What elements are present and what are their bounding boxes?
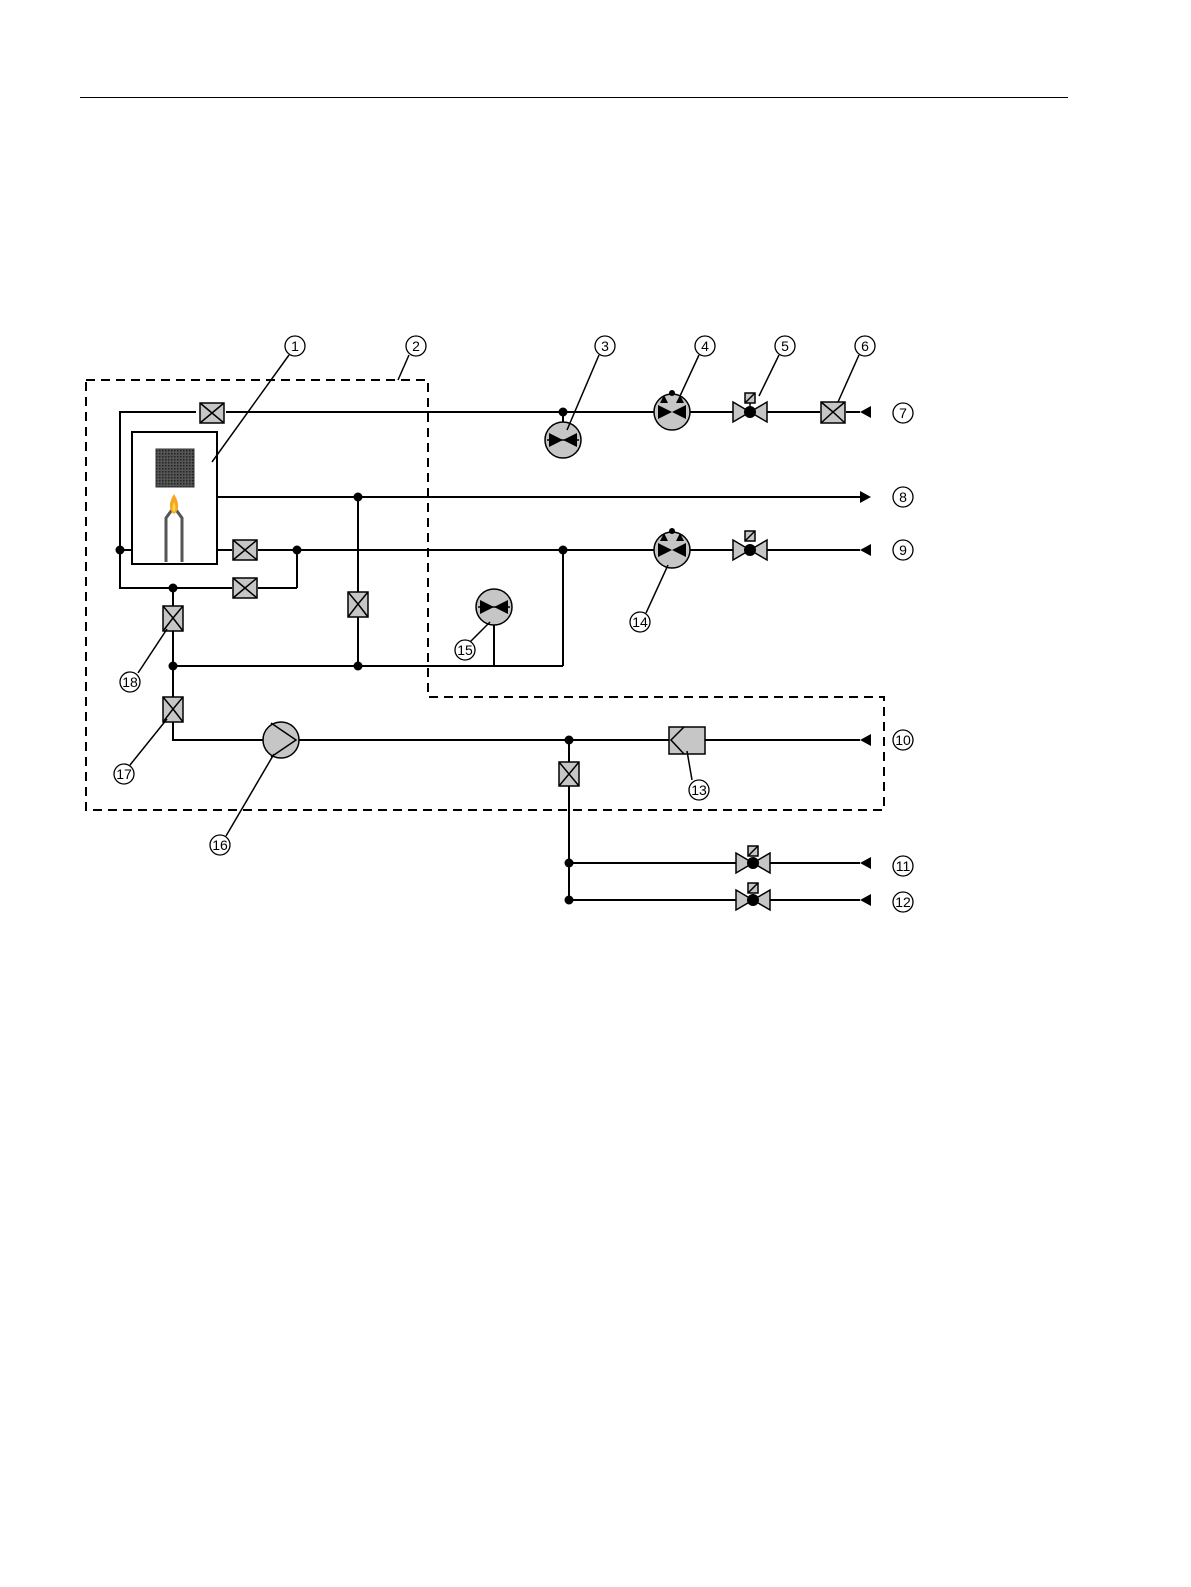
callout-9: 9 — [893, 540, 913, 560]
restrictor — [200, 403, 224, 423]
svg-text:12: 12 — [895, 894, 911, 910]
callout-8: 8 — [893, 487, 913, 507]
callout-16: 16 — [210, 835, 230, 855]
callout-2: 2 — [406, 336, 426, 356]
pressure-regulator-14 — [654, 528, 690, 568]
inlet-arrow — [860, 406, 871, 418]
svg-text:5: 5 — [781, 338, 789, 354]
svg-text:14: 14 — [632, 614, 648, 630]
svg-text:4: 4 — [701, 338, 709, 354]
inlet-arrow — [860, 857, 871, 869]
filter-13 — [669, 727, 705, 754]
callouts: 1 2 3 4 5 6 7 8 9 10 11 12 13 14 15 — [114, 336, 913, 912]
svg-text:6: 6 — [861, 338, 869, 354]
callout-7: 7 — [893, 403, 913, 423]
callout-6: 6 — [855, 336, 875, 356]
pipe — [173, 722, 263, 740]
callout-5: 5 — [775, 336, 795, 356]
svg-text:11: 11 — [896, 858, 911, 874]
restrictor — [348, 592, 368, 617]
svg-text:16: 16 — [212, 837, 228, 853]
solenoid-valve-5 — [733, 393, 767, 422]
callout-14: 14 — [630, 612, 650, 632]
svg-text:2: 2 — [412, 338, 420, 354]
pressure-regulator-3 — [545, 412, 581, 458]
solenoid-valve-11 — [736, 846, 770, 873]
detector-filter — [156, 449, 194, 487]
callout-1: 1 — [285, 336, 305, 356]
callout-13: 13 — [689, 780, 709, 800]
svg-text:3: 3 — [601, 338, 609, 354]
callout-15: 15 — [455, 640, 475, 660]
restrictor-17 — [163, 697, 183, 722]
restrictor — [233, 540, 257, 560]
pressure-regulator-4 — [654, 390, 690, 430]
outlet-arrow — [860, 491, 871, 503]
svg-text:17: 17 — [116, 766, 132, 782]
svg-text:9: 9 — [899, 542, 907, 558]
callout-11: 11 — [893, 856, 913, 876]
svg-text:7: 7 — [899, 405, 907, 421]
restrictor — [821, 402, 845, 423]
callout-4: 4 — [695, 336, 715, 356]
callout-18: 18 — [120, 672, 140, 692]
solenoid-valve — [733, 531, 767, 560]
solenoid-valve-12 — [736, 883, 770, 910]
restrictor — [233, 578, 257, 598]
pump-16 — [263, 722, 299, 758]
svg-text:1: 1 — [291, 338, 299, 354]
pressure-regulator-15 — [476, 589, 512, 625]
restrictor-18 — [163, 606, 183, 631]
restrictor — [559, 762, 579, 786]
svg-text:18: 18 — [122, 674, 138, 690]
svg-text:8: 8 — [899, 489, 907, 505]
svg-text:15: 15 — [457, 642, 473, 658]
callout-17: 17 — [114, 764, 134, 784]
inlet-arrow — [860, 894, 871, 906]
inlet-arrow — [860, 544, 871, 556]
callout-12: 12 — [893, 892, 913, 912]
inlet-arrow — [860, 734, 871, 746]
svg-text:13: 13 — [691, 782, 707, 798]
svg-text:10: 10 — [895, 732, 911, 748]
callout-10: 10 — [893, 730, 913, 750]
callout-3: 3 — [595, 336, 615, 356]
